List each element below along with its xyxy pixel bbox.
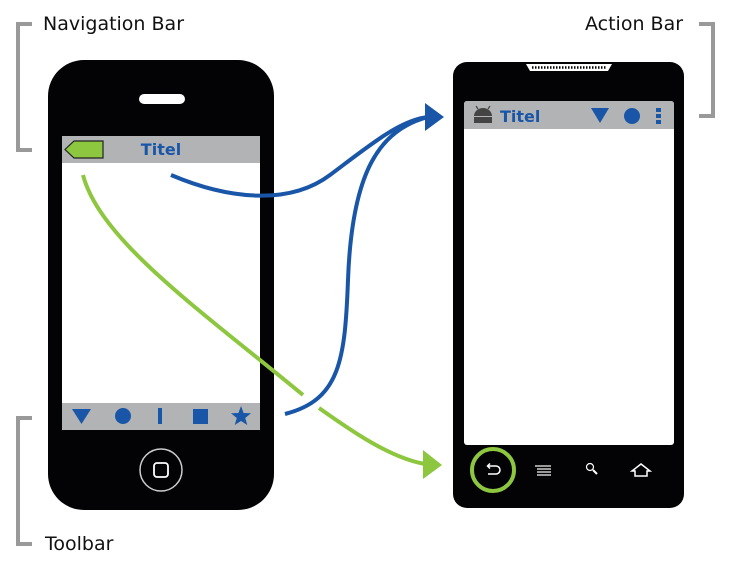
triangle-down-icon[interactable] [591,108,609,123]
android-phone: Titel [453,62,684,508]
search-icon[interactable] [585,462,598,475]
arrow-nav-to-actionbar [170,115,429,198]
bracket-toolbar [16,416,32,546]
arrow-back-continuation [317,406,426,466]
back-icon[interactable] [486,462,501,475]
arrowhead-blue [425,103,444,131]
action-bar [464,101,674,129]
iphone-screen [62,136,260,430]
square-icon[interactable] [193,409,208,424]
label-action-bar: Action Bar [585,13,683,35]
arrow-back-to-system-back [81,174,305,397]
label-toolbar: Toolbar [44,533,114,555]
nav-title: Titel [141,140,181,159]
home-button[interactable] [139,448,183,492]
arrow-toolbar-to-actionbar [284,115,429,416]
home-square-icon [153,462,169,478]
iphone: Titel [48,60,274,510]
action-title: Titel [500,107,540,126]
bracket-navigation-bar [16,22,32,152]
star-icon[interactable] [231,406,251,425]
circle-icon[interactable] [624,108,640,124]
speaker [139,94,185,104]
android-logo-icon [474,105,492,123]
back-button[interactable] [64,140,104,159]
overflow-menu-icon[interactable] [656,108,661,124]
arrows [81,103,444,479]
android-screen [464,101,674,445]
home-icon[interactable] [629,463,653,477]
label-navigation-bar: Navigation Bar [43,13,184,35]
bracket-action-bar [699,22,715,118]
triangle-down-icon[interactable] [72,409,91,424]
circle-icon[interactable] [115,408,131,424]
arrowhead-green [423,450,442,479]
menu-icon[interactable] [535,465,551,476]
back-button-highlight[interactable] [470,447,516,493]
bar-icon[interactable] [158,408,162,424]
